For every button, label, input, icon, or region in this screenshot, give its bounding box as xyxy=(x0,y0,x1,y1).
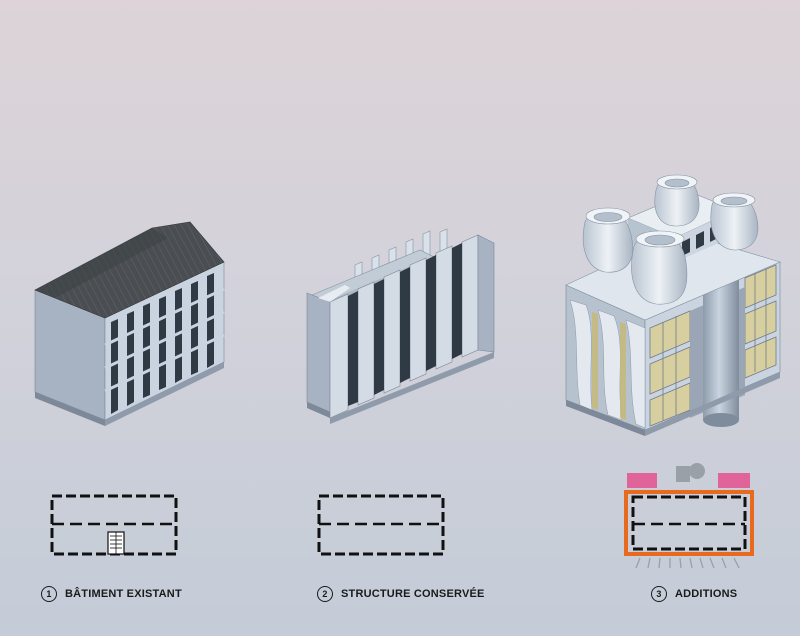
addition-rib-marks xyxy=(635,557,740,569)
step-number-badge: 1 xyxy=(41,586,57,602)
plan-structure xyxy=(317,494,445,556)
step-label: STRUCTURE CONSERVÉE xyxy=(341,588,485,600)
addition-block-right xyxy=(718,473,750,488)
plan-additions xyxy=(624,463,754,569)
addition-block-left xyxy=(627,473,657,488)
addition-tower-icon xyxy=(676,463,705,482)
building-structure-model xyxy=(306,228,495,424)
step-label: ADDITIONS xyxy=(675,588,738,600)
caption-step-1: 1 BÂTIMENT EXISTANT xyxy=(41,584,182,604)
caption-step-2: 2 STRUCTURE CONSERVÉE xyxy=(317,584,485,604)
step-label: BÂTIMENT EXISTANT xyxy=(65,588,182,600)
caption-step-3: 3 ADDITIONS xyxy=(651,584,737,604)
plan-stair-icon xyxy=(107,531,125,555)
step-number-badge: 2 xyxy=(317,586,333,602)
building-additions-model xyxy=(565,174,781,436)
building-existing-model xyxy=(34,221,225,426)
step-number-badge: 3 xyxy=(651,586,667,602)
